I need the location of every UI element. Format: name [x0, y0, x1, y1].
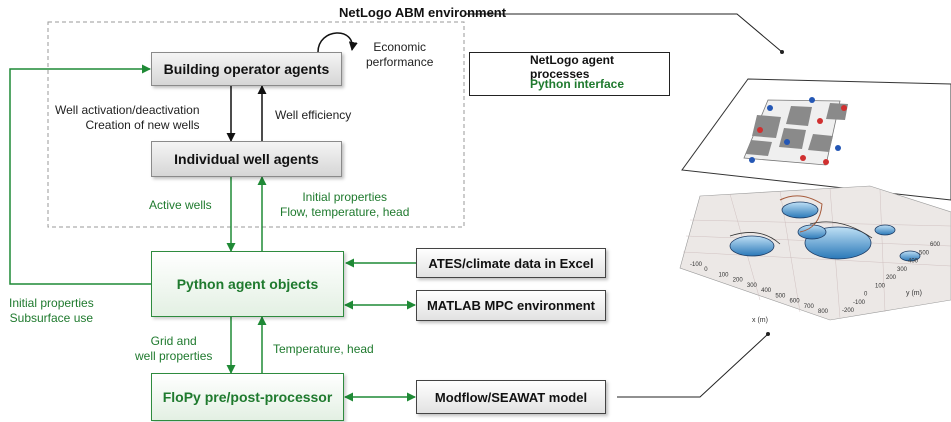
initial-props-flow-line2: Flow, temperature, head	[280, 205, 410, 219]
model-leader-line	[617, 333, 769, 398]
subsurface-loop-arrow	[9, 64, 151, 285]
grid-well-line1: Grid and	[150, 334, 197, 348]
plot-x-tick: 800	[818, 309, 829, 315]
economic-loop-arrow	[317, 32, 358, 53]
plot-y-tick: 0	[864, 292, 868, 298]
initial-props-subsurface-line2: Subsurface use	[9, 311, 94, 325]
well-activation-line2: Creation of new wells	[85, 118, 200, 132]
plot-y-tick: -200	[842, 308, 855, 314]
legend-python-label: Python interface	[530, 77, 625, 91]
plot-x-tick: 0	[704, 267, 708, 273]
env-leader-dot	[780, 50, 784, 54]
economic-label-line2: performance	[366, 55, 434, 69]
netlogo-layer-patches	[743, 97, 848, 166]
plot-x-tick: 400	[761, 288, 772, 294]
legend-netlogo-label: NetLogo agent processes	[530, 53, 614, 81]
matlab-mpc-box: MATLAB MPC environment	[416, 290, 606, 321]
flopy-box: FloPy pre/post-processor	[151, 373, 344, 421]
initial-props-subsurface-line1: Initial properties	[9, 296, 94, 310]
plot-y-tick: 400	[908, 259, 919, 265]
netlogo-environment-boundary	[47, 21, 465, 228]
plot-x-tick: 200	[733, 278, 744, 284]
plot-x-tick: 100	[718, 272, 729, 278]
well-activation-label: Well activation/deactivation Creation of…	[55, 103, 200, 133]
model-leader-dot	[766, 332, 770, 336]
individual-well-box: Individual well agents	[151, 141, 342, 177]
modflow-box: Modflow/SEAWAT model	[416, 380, 606, 414]
env-leader-line	[466, 13, 783, 53]
building-operator-box: Building operator agents	[151, 52, 342, 86]
initial-props-flow-label: Initial properties Flow, temperature, he…	[280, 190, 409, 220]
plot-y-tick: 100	[875, 283, 886, 289]
active-wells-label: Active wells	[149, 198, 212, 212]
well-activation-line1: Well activation/deactivation	[55, 103, 200, 117]
plot-y-tick: 200	[886, 275, 897, 281]
plot-x-tick: 500	[775, 293, 786, 299]
netlogo-environment-title: NetLogo ABM environment	[339, 5, 507, 20]
plot-y-tick: 600	[930, 242, 941, 248]
ates-climate-box: ATES/climate data in Excel	[416, 248, 606, 278]
plot-x-tick: 600	[790, 299, 801, 305]
plot-y-tick: 300	[897, 267, 908, 273]
legend: NetLogo agent processes Python interface	[469, 52, 670, 96]
model-3d-illustration	[679, 78, 951, 321]
plot-x-axis-label: x (m)	[752, 317, 768, 324]
economic-label: Economic performance	[366, 40, 433, 70]
plot-y-tick: -100	[853, 300, 866, 306]
plot-x-tick: 700	[804, 304, 815, 310]
temp-head-label: Temperature, head	[273, 342, 374, 356]
initial-props-subsurface-label: Initial properties Subsurface use	[9, 296, 94, 326]
plot-y-tick: 500	[919, 250, 930, 256]
initial-props-flow-line1: Initial properties	[302, 190, 388, 204]
grid-well-label: Grid and well properties	[135, 334, 212, 364]
plot-x-tick: -100	[690, 262, 703, 268]
economic-label-line1: Economic	[373, 40, 427, 54]
well-efficiency-label: Well efficiency	[275, 108, 352, 122]
plot-y-axis-label: y (m)	[906, 290, 922, 297]
plot-x-tick: 300	[747, 283, 758, 289]
plume-blobs	[729, 195, 921, 262]
grid-well-line2: well properties	[135, 349, 213, 363]
python-agent-box: Python agent objects	[151, 251, 344, 317]
